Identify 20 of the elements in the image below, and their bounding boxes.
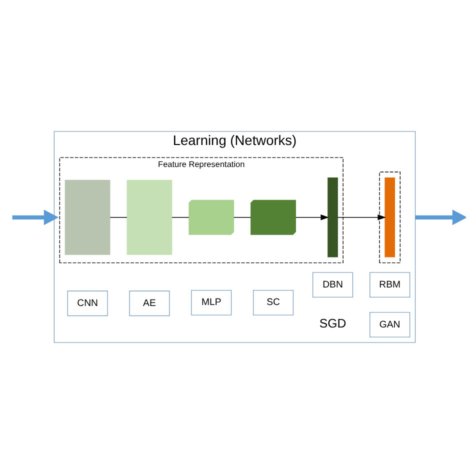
connector (109, 217, 127, 218)
node-box: AE (128, 290, 170, 316)
node-box: RBM (369, 272, 410, 298)
arrow (414, 210, 466, 226)
node-box: MLP (190, 290, 232, 316)
arrow (295, 214, 328, 220)
arrow (12, 210, 58, 226)
connector (171, 217, 189, 218)
node-box: SC (252, 290, 294, 316)
node-bar (327, 178, 338, 258)
node-box (64, 180, 110, 255)
node-box (126, 180, 172, 255)
label: SGD (318, 316, 346, 331)
node-box: CNN (66, 290, 108, 316)
node-box: GAN (369, 312, 410, 338)
cluster (378, 172, 400, 264)
connector (233, 217, 251, 218)
node-bar (384, 178, 394, 258)
node-box: DBN (312, 272, 353, 298)
arrow (336, 214, 386, 220)
